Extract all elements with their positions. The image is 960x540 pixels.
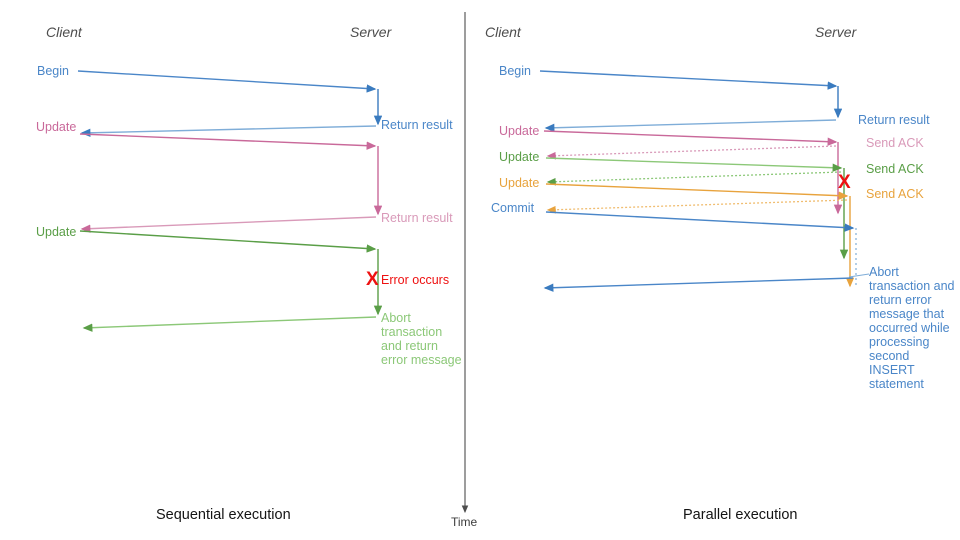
- right-panel-caption: Parallel execution: [683, 507, 798, 523]
- left-label-abort: Abort transaction and return error messa…: [381, 311, 462, 367]
- right-label-update-3: Update: [499, 176, 540, 190]
- error-x-icon-left: X: [366, 269, 379, 290]
- r-arrow-update-1: [543, 130, 838, 146]
- left-label-error-occurs: Error occurs: [381, 273, 450, 287]
- left-label-update-2: Update: [36, 225, 77, 239]
- left-label-return-result-2: Return result: [381, 211, 453, 225]
- r-arrow-send-ack-1: [546, 145, 837, 160]
- left-header-client: Client: [46, 24, 82, 40]
- r-arrow-abort: [543, 277, 854, 292]
- r-arrow-begin: [539, 70, 838, 90]
- r-abort-connector: [848, 273, 870, 278]
- r-arrow-commit: [545, 211, 855, 232]
- r-arrow-send-ack-2: [546, 171, 842, 186]
- r-arrow-update-3: [545, 183, 849, 200]
- right-label-commit: Commit: [491, 201, 535, 215]
- right-header-server: Server: [815, 24, 857, 40]
- arrow-abort-left: [82, 316, 377, 332]
- right-label-send-ack-2: Send ACK: [866, 162, 924, 176]
- left-label-update-1: Update: [36, 120, 77, 134]
- arrow-return-result-1: [80, 125, 377, 137]
- left-label-begin: Begin: [37, 64, 69, 78]
- error-x-icon-right: X: [838, 172, 851, 193]
- right-header-client: Client: [485, 24, 521, 40]
- arrow-update-1: [79, 133, 377, 150]
- time-axis-label: Time: [451, 515, 478, 529]
- left-panel-caption: Sequential execution: [156, 507, 291, 523]
- right-label-return-result: Return result: [858, 113, 930, 127]
- right-label-update-1: Update: [499, 124, 540, 138]
- right-label-begin: Begin: [499, 64, 531, 78]
- arrow-return-result-2: [80, 216, 377, 233]
- r-arrow-return-result: [544, 119, 837, 132]
- left-header-server: Server: [350, 24, 392, 40]
- right-label-update-2: Update: [499, 150, 540, 164]
- right-label-send-ack-1: Send ACK: [866, 136, 924, 150]
- arrow-begin: [77, 70, 377, 93]
- right-label-send-ack-3: Send ACK: [866, 187, 924, 201]
- r-arrow-update-2: [545, 157, 843, 172]
- right-label-abort: Abort transaction and return error messa…: [869, 265, 955, 391]
- arrow-update-2: [79, 230, 377, 253]
- left-label-return-result-1: Return result: [381, 118, 453, 132]
- r-arrow-send-ack-3: [546, 199, 848, 214]
